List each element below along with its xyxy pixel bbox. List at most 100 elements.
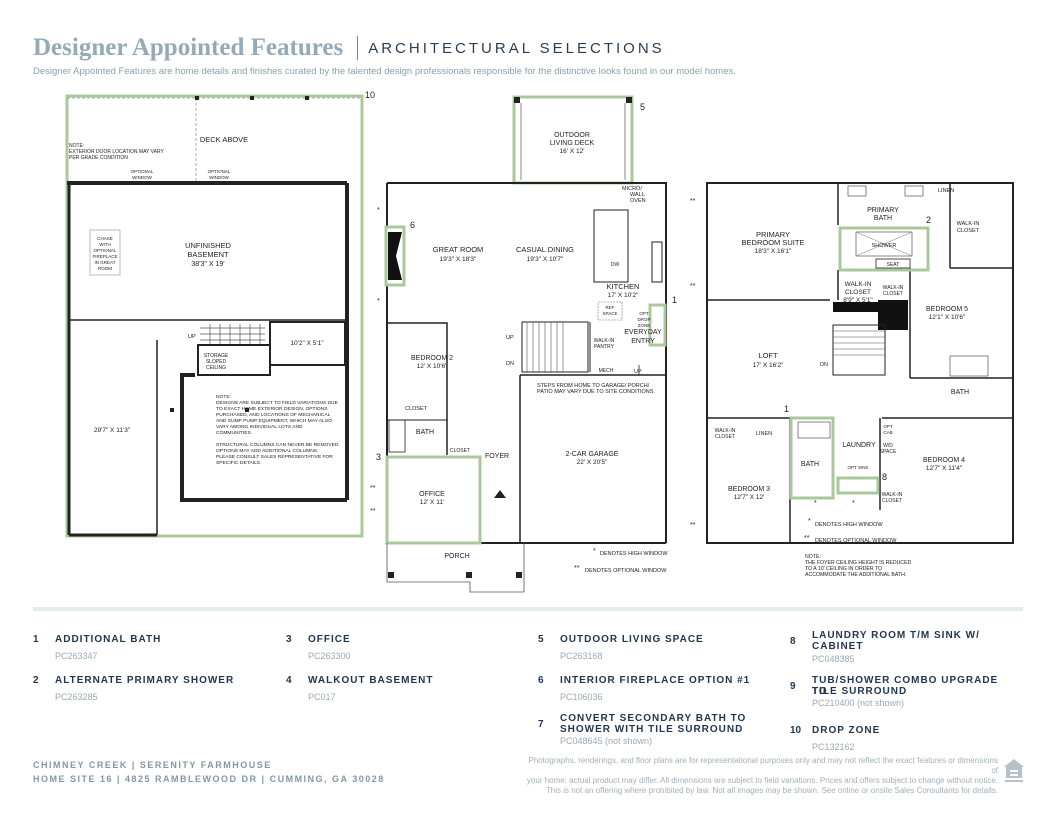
disclaimer-line: your home; actual product may differ. Al… — [526, 776, 998, 785]
basement-dim: 38'3" X 19' — [191, 261, 224, 268]
bath-label: BATH — [416, 429, 434, 436]
upper-note: NOTE: — [805, 554, 821, 560]
chase-label: IN GREAT — [95, 260, 116, 265]
basement-note: NOTE: DESIGNS ARE SUBJECT TO FIELD VARIA… — [216, 394, 340, 466]
note-door-1: NOTE: — [69, 143, 84, 149]
room-b-dim: 29'7" X 11'3" — [94, 427, 131, 434]
upper-floor-plan: 2 1 8 LINEN PRIMARY BATH WALK-IN CLOSET … — [690, 182, 1014, 578]
office-highlight — [385, 455, 482, 545]
optional-window-mark: ** — [370, 485, 376, 492]
walkin-label: WALK-IN — [957, 221, 980, 227]
upper-note: TO A 10' CEILING IN ORDER TO — [805, 566, 882, 572]
ref-label: SPACE — [603, 311, 618, 316]
walkin-label: CLOSET — [883, 291, 903, 297]
legend-stars: ** — [804, 535, 810, 542]
marker-8: 8 — [882, 472, 887, 482]
option-code: PC210400 (not shown) — [812, 698, 905, 708]
option-code: PC263168 — [560, 651, 603, 661]
high-window-mark: * — [852, 500, 855, 507]
disclaimer: Photographs, renderings, and floor plans… — [520, 756, 998, 796]
option-label: TUB/SHOWER COMBO UPGRADE TO — [812, 675, 999, 697]
high-window-mark: * — [814, 500, 817, 507]
note-line: OPTIONS MAY ADD ADDITIONAL COLUMNS. — [216, 448, 318, 454]
note-line: PLEASE CONSULT SALES REPRESENTATIVE FOR — [216, 454, 333, 460]
office-label: OFFICE — [419, 491, 445, 498]
option-label: ADDITIONAL BATH — [55, 634, 162, 645]
option-code: PC132162 — [812, 742, 855, 752]
option-number: 10 — [790, 725, 802, 736]
chase-label: ROOM — [98, 266, 112, 271]
upper-note: ACCOMMODATE THE ADDITIONAL BATH. — [805, 572, 906, 578]
everyday-entry-label: ENTRY — [631, 338, 655, 345]
dining-label: CASUAL DINING — [516, 245, 574, 254]
walkin-label: WALK-IN — [882, 492, 903, 498]
deck-dim: 16' X 12' — [560, 148, 585, 155]
title-divider — [357, 36, 359, 60]
wd-label: SPACE — [880, 449, 897, 455]
closet-label: CLOSET — [405, 406, 428, 412]
option-number: 7 — [538, 719, 544, 730]
basement-plan: DECK ABOVE NOTE: EXTERIOR DOOR LOCATION … — [65, 90, 375, 538]
wic-label: CLOSET — [845, 289, 871, 296]
disclaimer-line: This is not an offering where prohibited… — [545, 786, 998, 795]
note-line: COMMUNITIES. — [216, 430, 252, 436]
bath-label: BATH — [801, 461, 819, 468]
suite-label: BEDROOM SUITE — [742, 238, 805, 247]
linen-label: LINEN — [756, 431, 772, 437]
chase-label: WITH — [99, 242, 111, 247]
bedroom4-label: BEDROOM 4 — [923, 457, 965, 464]
deck-label: LIVING DECK — [550, 140, 595, 147]
linen-label: LINEN — [938, 188, 954, 194]
legend-high-window: DENOTES HIGH WINDOW — [815, 522, 883, 528]
dining-dim: 19'3" X 10'7" — [527, 256, 564, 263]
walkin-label: WALK-IN — [715, 428, 736, 434]
page-description: Designer Appointed Features are home det… — [33, 66, 736, 77]
walkin-label: CLOSET — [882, 498, 902, 504]
note-door-2: EXTERIOR DOOR LOCATION MAY VARY — [69, 149, 164, 155]
porch-label: PORCH — [444, 553, 469, 560]
opt-window-label: OPTIONAL — [131, 169, 154, 174]
laundry-sink-highlight — [836, 476, 880, 495]
loft-label: LOFT — [758, 351, 778, 360]
option-code: PC263285 — [55, 692, 98, 702]
drop-zone-label: DROP — [637, 317, 650, 322]
page-subtitle: ARCHITECTURAL SELECTIONS — [368, 39, 665, 57]
additional-bath-highlight — [789, 416, 835, 500]
garage-label: 2-CAR GARAGE — [566, 451, 619, 458]
unfinished-label: UNFINISHED — [185, 241, 231, 250]
opt-sink-label: OPT SINK — [848, 465, 869, 470]
marker-3: 3 — [376, 452, 381, 462]
marker-10: 1 — [672, 295, 677, 305]
floor-plans: DECK ABOVE NOTE: EXTERIOR DOOR LOCATION … — [65, 90, 1014, 593]
marker-2: 2 — [926, 215, 931, 225]
note-line: PURCHASED, AND LOCATIONS OF MECHANICAL — [216, 412, 331, 418]
bedroom5-dim: 12'1" X 10'6" — [929, 314, 966, 321]
option-number: 9 — [790, 681, 796, 692]
disclaimer-line: Photographs, renderings, and floor plans… — [528, 756, 998, 775]
dn-label: DN — [820, 362, 828, 368]
option-code: PC263300 — [308, 651, 351, 661]
up-label: UP — [188, 334, 196, 340]
page-header: Designer Appointed Features ARCHITECTURA… — [33, 34, 665, 62]
pantry-label: PANTRY — [594, 344, 614, 350]
loft-dim: 17' X 16'2" — [753, 362, 785, 369]
everyday-entry-label: EVERYDAY — [624, 329, 662, 336]
option-number: 3 — [286, 634, 292, 645]
wd-label: W/D — [883, 443, 893, 449]
dw-label: DW — [611, 262, 620, 268]
garage-dim: 22' X 20'5" — [577, 459, 609, 466]
drop-zone-highlight — [648, 303, 667, 347]
opt-window-label: WINDOW — [132, 175, 152, 180]
section-divider — [33, 607, 1023, 611]
primary-bath-label: BATH — [874, 215, 892, 222]
note-line: NOTE: — [216, 394, 231, 400]
basement-label: BASEMENT — [187, 250, 229, 259]
note-line: DESIGNS ARE SUBJECT TO FIELD VARIATIONS … — [216, 400, 339, 406]
walkin-label: CLOSET — [957, 228, 980, 234]
bath-label: BATH — [951, 389, 969, 396]
suite-label: PRIMARY — [756, 230, 790, 239]
opt-cab-label: OPT — [883, 424, 893, 429]
opt-cab-label: CAB — [883, 430, 892, 435]
optional-window-mark: ** — [690, 522, 696, 529]
bedroom3-dim: 12'7" X 12' — [734, 494, 765, 501]
